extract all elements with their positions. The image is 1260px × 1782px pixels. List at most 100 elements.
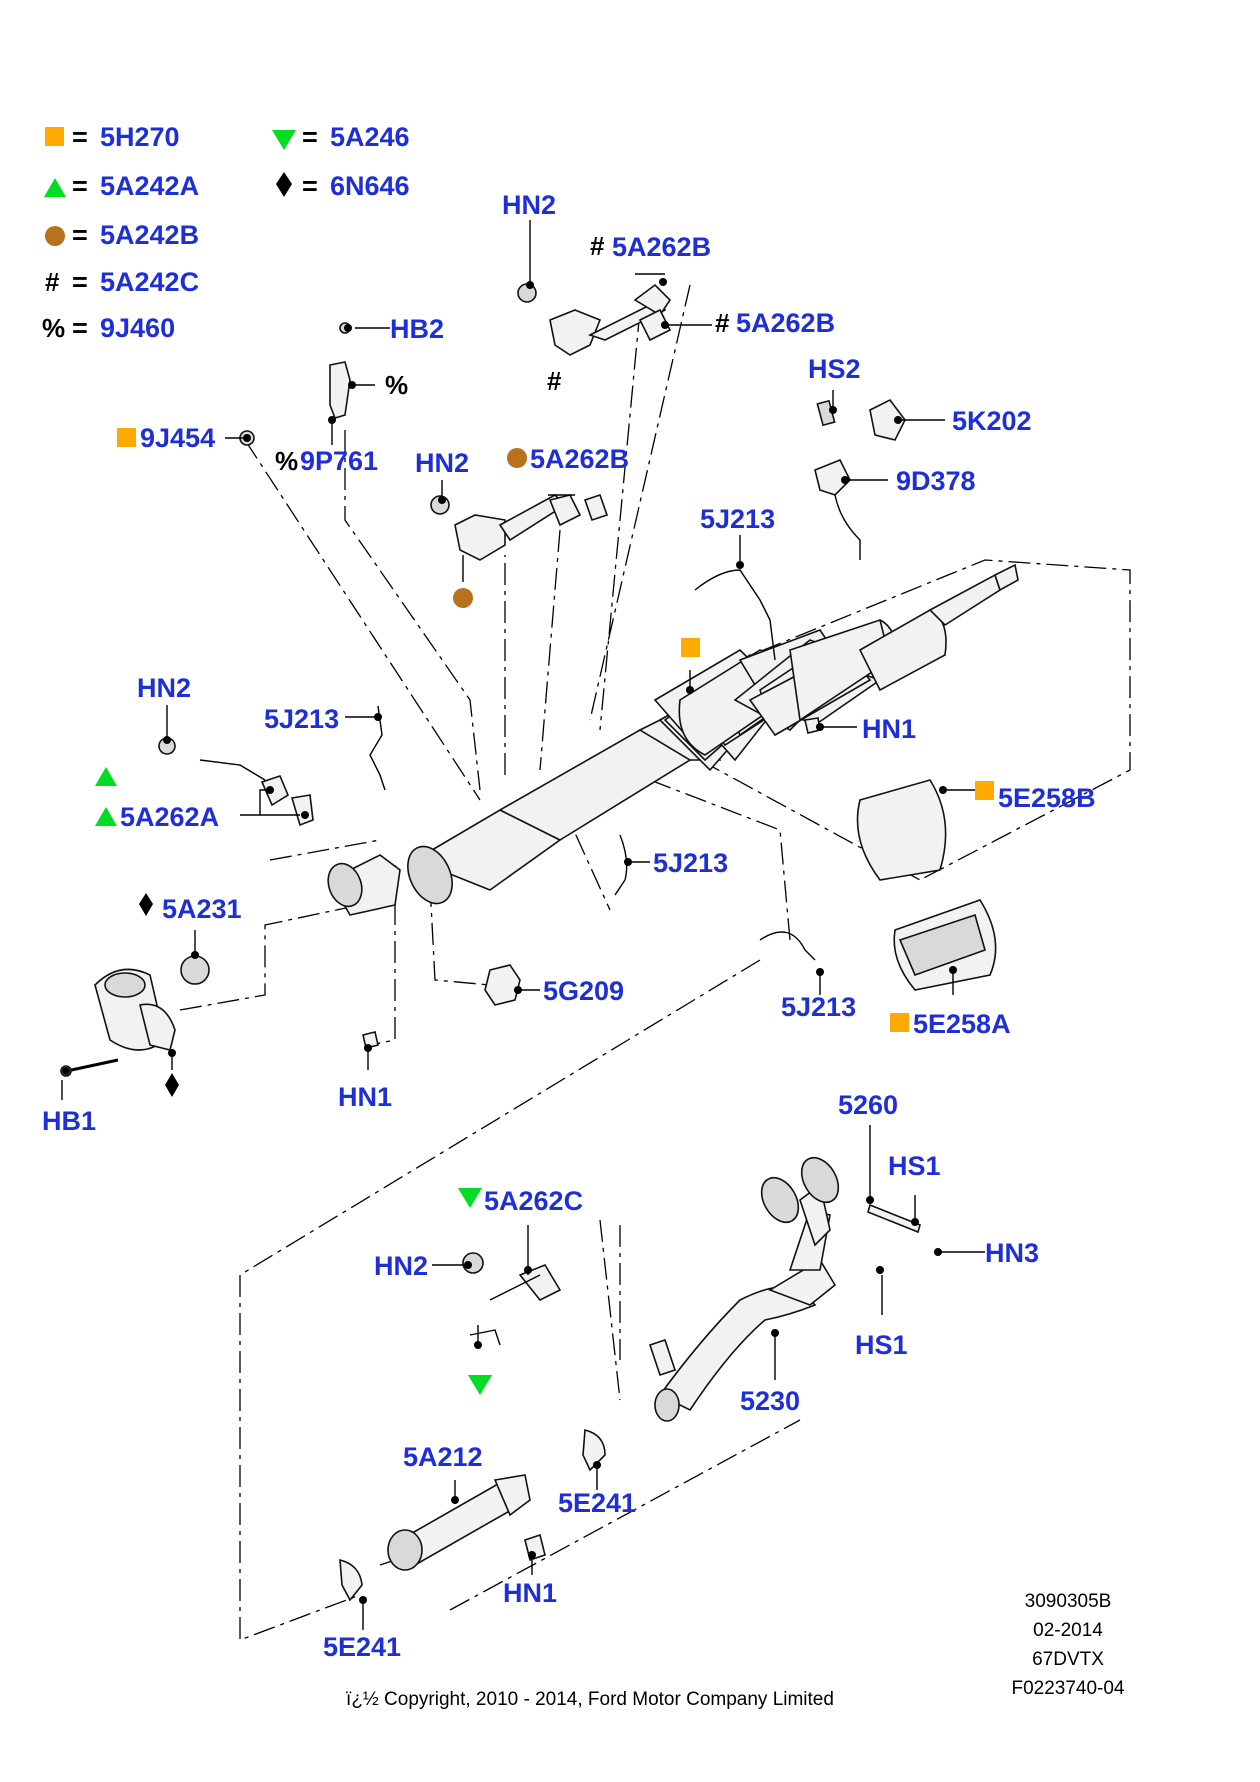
label-5k202: 5K202 [952,406,1032,436]
legend-code-5a246: 5A246 [330,122,410,152]
label-5a262b: 5A262B [530,444,629,474]
tailpipe-tip-left [760,1176,800,1224]
hash-symbol: # [547,366,562,396]
green-triangle-down-icon [272,130,296,150]
orange-square-icon [975,781,994,800]
label-5a262a: 5A262A [120,802,219,832]
bracket-5a262b-hash [549,309,602,356]
bracket-5a262a-a [260,775,290,807]
green-triangle-up-icon [44,178,66,197]
isolator-5g209 [484,964,521,1006]
black-diamond-icon [139,893,153,916]
label-5j213: 5J213 [700,504,775,534]
hash-symbol: # [715,308,730,338]
label-5e258a: 5E258A [913,1009,1011,1039]
bracket-5k202 [869,398,906,441]
green-triangle-up-icon [95,807,117,826]
label-hn2: HN2 [137,673,191,703]
label-hb2: HB2 [390,314,444,344]
brown-circle-icon [45,226,65,246]
bracket-5a262c [518,1264,562,1302]
label-5j213: 5J213 [781,992,856,1022]
legend-code-5h270: 5H270 [100,122,180,152]
label-hb1: HB1 [42,1106,96,1136]
clamp-5a231 [180,955,210,985]
label-5a212: 5A212 [403,1442,483,1472]
sensor-9d378 [814,458,851,496]
orange-square-icon [681,638,700,657]
part-symbol-markers: # # # % [95,231,994,1395]
label-9d378: 9D378 [896,466,976,496]
legend-code-9j460: 9J460 [100,313,175,343]
label-5e241: 5E241 [323,1632,401,1662]
clamp-5e241-a [582,1428,606,1472]
label-hs2: HS2 [808,354,861,384]
drawing-date: 02-2014 [1033,1620,1103,1641]
label-5j213: 5J213 [653,848,728,878]
sensor-5j213-b [369,705,386,791]
heat-shield-5e258b [856,779,947,881]
label-5e241: 5E241 [558,1488,636,1518]
nut-hn1-b [362,1031,379,1049]
part-labels: HN2 5A262B 5A262B HB2 % 9J454 9P761 HN2 … [42,190,1096,1662]
green-triangle-down-icon [458,1188,482,1208]
label-percent: % [385,370,408,400]
label-5a262c: 5A262C [484,1186,583,1216]
svg-text:=: = [72,122,88,152]
label-9j454: 9J454 [140,423,215,453]
label-hn2: HN2 [374,1251,428,1281]
label-hn1: HN1 [338,1082,392,1112]
label-hs1: HS1 [888,1151,941,1181]
hash-symbol: # [45,267,60,297]
leader-lines [61,220,985,1630]
label-hn1: HN1 [503,1578,557,1608]
sensor-5j213-a [694,569,776,661]
orange-square-icon [890,1013,909,1032]
label-5g209: 5G209 [543,976,624,1006]
label-9p761: 9P761 [300,446,378,476]
legend-code-6n646: 6N646 [330,171,410,201]
label-5260: 5260 [838,1090,898,1120]
green-triangle-down-icon [468,1375,492,1395]
orange-square-icon [117,428,136,447]
legend-code-5a242b: 5A242B [100,220,199,250]
lower-exhaust [339,1156,921,1602]
sensor-5j213-c [614,834,628,896]
green-triangle-up-icon [95,767,117,786]
black-diamond-icon [276,172,292,197]
hash-symbol: # [590,231,605,261]
clamp-5e241-b [339,1558,363,1602]
label-5a262b: 5A262B [612,232,711,262]
svg-text:=: = [72,220,88,250]
label-5230: 5230 [740,1386,800,1416]
label-hn2: HN2 [502,190,556,220]
legend-code-5a242a: 5A242A [100,171,199,201]
copyright: ï¿½ Copyright, 2010 - 2014, Ford Motor C… [346,1689,834,1710]
bracket-5a262a-b [290,794,314,827]
brown-circle-icon [507,448,527,468]
brown-circle-icon [453,588,473,608]
percent-symbol: % [42,313,65,343]
label-hn3: HN3 [985,1238,1039,1268]
svg-text:=: = [72,267,88,297]
label-5a231: 5A231 [162,894,242,924]
svg-text:=: = [302,122,318,152]
svg-text:=: = [72,171,88,201]
orange-square-icon [45,127,64,146]
drawing-ref: F0223740-04 [1011,1678,1124,1699]
label-hs1: HS1 [855,1330,908,1360]
front-pipe-group [60,955,210,1077]
heat-shields [856,779,997,991]
legend: = 5H270 = 5A242A = 5A242B # = 5A242C % =… [42,122,410,343]
svg-text:=: = [302,171,318,201]
label-5j213: 5J213 [264,704,339,734]
drawing-meta: 3090305B 02-2014 67DVTX F0223740-04 ï¿½ … [346,1591,1125,1710]
bracket-5260 [867,1203,921,1234]
flange-opening [327,862,363,908]
dpf-assembly [327,563,1019,916]
legend-code-5a242c: 5A242C [100,267,199,297]
label-5e258b: 5E258B [998,783,1096,813]
label-hn1: HN1 [862,714,916,744]
